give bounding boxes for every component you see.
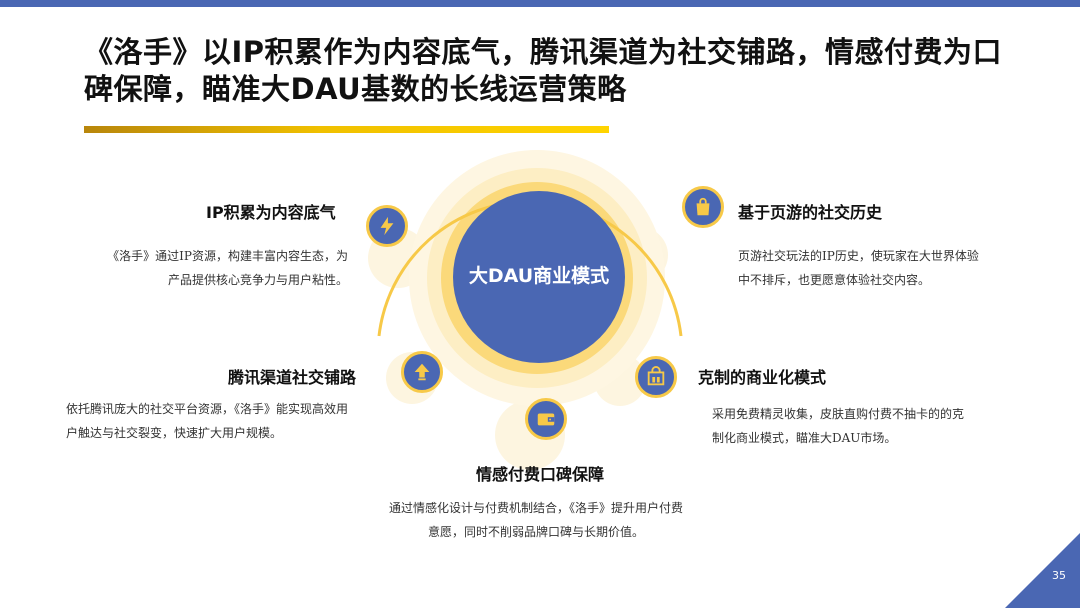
item-desc-ip: 《洛手》通过IP资源，构建丰富内容生态，为产品提供核心竞争力与用户粘性。 bbox=[107, 249, 348, 287]
item-desc-tencent: 依托腾讯庞大的社交平台资源，《洛手》能实现高效用户触达与社交裂变，快速扩大用户规… bbox=[66, 402, 349, 440]
item-desc-webgame: 页游社交玩法的IP历史，使玩家在大世界体验中不排斥，也更愿意体验社交内容。 bbox=[738, 249, 979, 287]
center-circle bbox=[453, 191, 625, 363]
item-title-ip: IP积累为内容底气 bbox=[206, 203, 336, 222]
title-underline bbox=[84, 126, 609, 133]
page-title: 《洛手》以IP积累作为内容底气，腾讯渠道为社交铺路，情感付费为口碑保障，瞄准大D… bbox=[84, 35, 1003, 106]
wallet-icon bbox=[525, 398, 567, 440]
center-label: 大DAU商业模式 bbox=[468, 265, 610, 287]
item-desc-monetization: 采用免费精灵收集，皮肤直购付费不抽卡的的克制化商业模式，瞄准大DAU市场。 bbox=[712, 407, 965, 445]
corner-triangle bbox=[1005, 533, 1080, 608]
store-icon bbox=[635, 356, 677, 398]
item-title-tencent: 腾讯渠道社交铺路 bbox=[228, 368, 357, 387]
item-title-webgame: 基于页游的社交历史 bbox=[738, 203, 883, 222]
top-accent-bar bbox=[0, 0, 1080, 7]
lightning-icon bbox=[366, 205, 408, 247]
upload-arrow-icon bbox=[401, 351, 443, 393]
shopping-bag-icon bbox=[682, 186, 724, 228]
item-desc-emotion: 通过情感化设计与付费机制结合，《洛手》提升用户付费意愿，同时不削弱品牌口碑与长期… bbox=[388, 501, 683, 539]
page-number: 35 bbox=[1052, 569, 1066, 582]
item-title-emotion: 情感付费口碑保障 bbox=[476, 465, 605, 484]
item-title-monetization: 克制的商业化模式 bbox=[698, 368, 827, 387]
